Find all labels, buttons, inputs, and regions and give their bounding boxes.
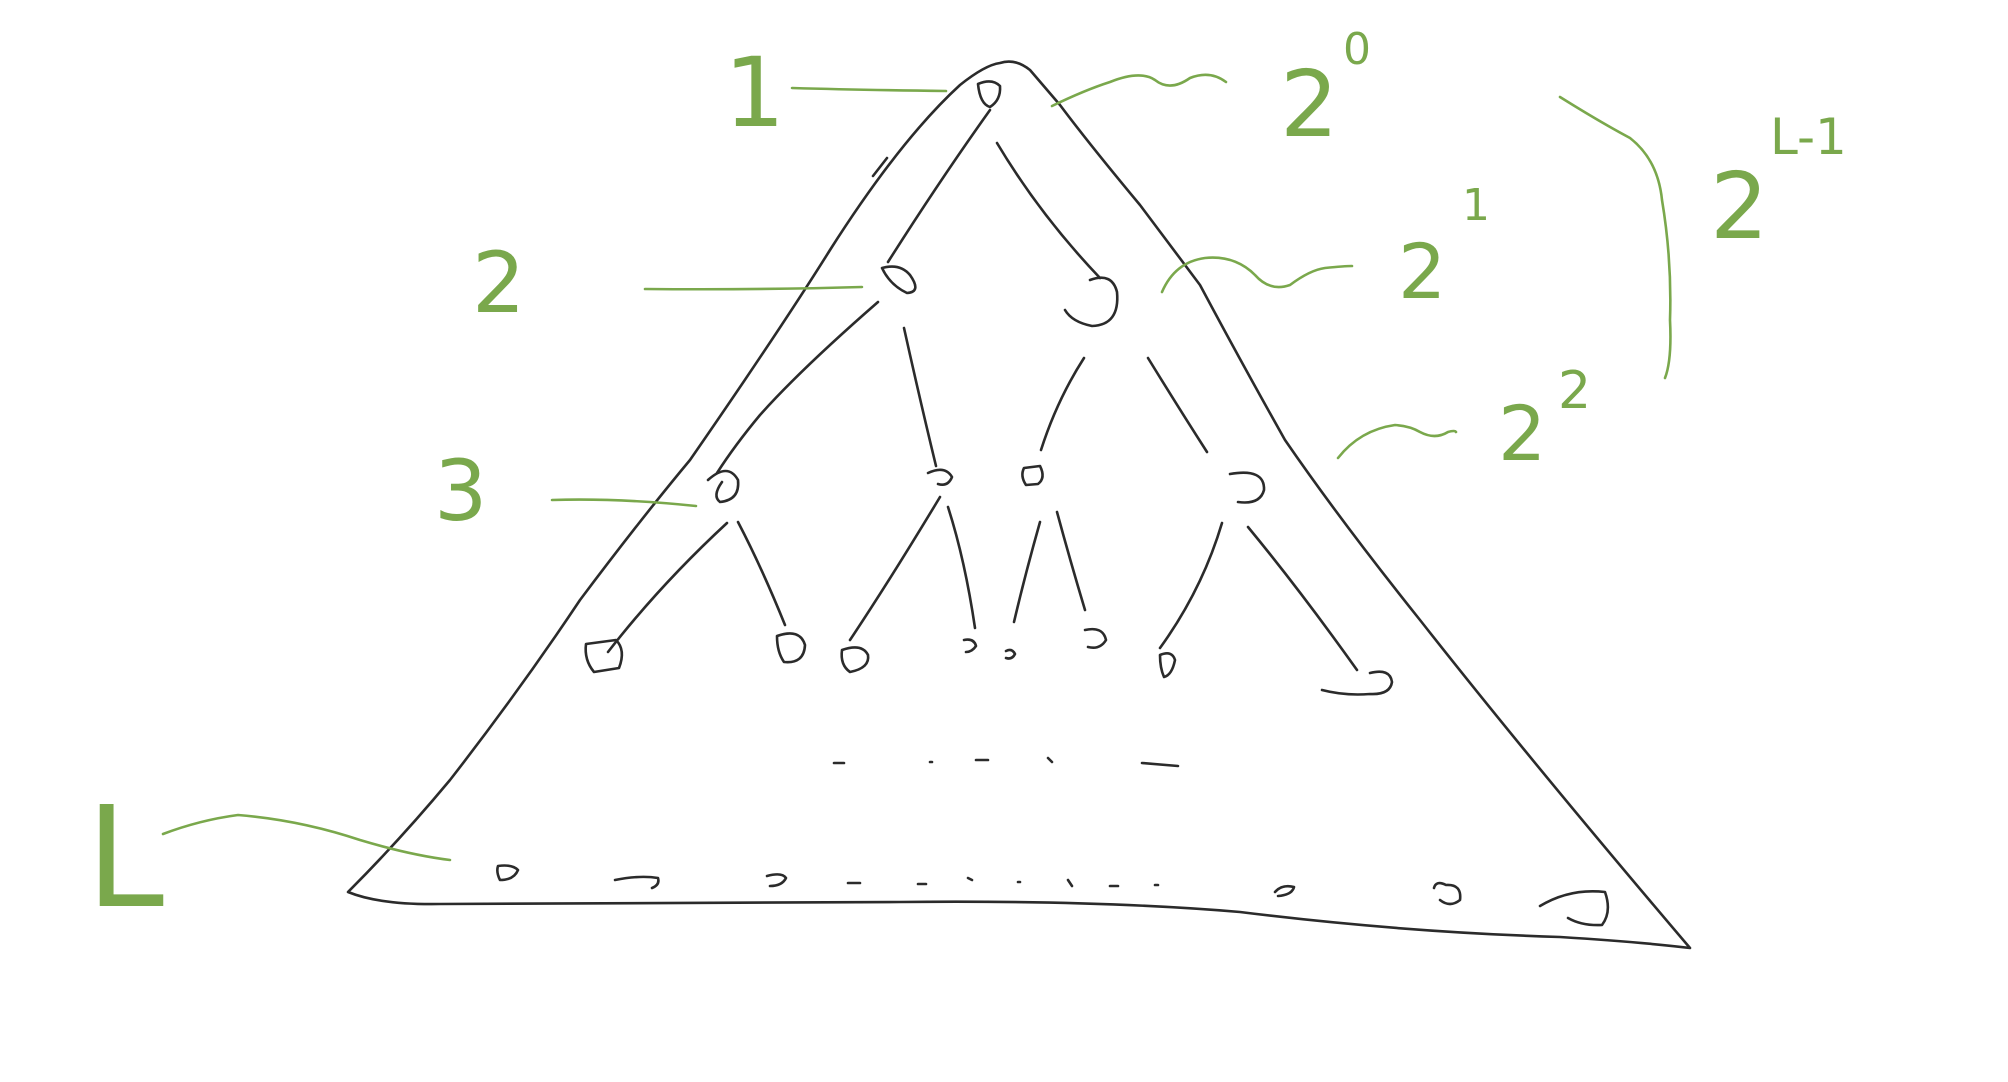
count-1-wave xyxy=(1160,256,1354,294)
total-label-exp: L-1 xyxy=(1770,108,1847,166)
count-label-0-exp: 0 xyxy=(1343,24,1371,75)
total-brace xyxy=(1558,95,1672,380)
tree-node xyxy=(1083,627,1108,649)
tree-edge xyxy=(886,108,992,264)
tree-node xyxy=(613,875,660,890)
outer-triangle xyxy=(346,60,1692,950)
ellipsis-dash xyxy=(1140,761,1180,768)
ellipsis-dash xyxy=(1066,878,1074,888)
tree-node xyxy=(1320,670,1394,696)
ellipsis-dash xyxy=(1046,756,1054,764)
count-2-wave xyxy=(1336,423,1458,460)
tree-edge xyxy=(1039,356,1086,452)
tree-node xyxy=(840,646,870,674)
tree-edge xyxy=(736,520,787,627)
tree-node xyxy=(1063,276,1119,328)
tree-node xyxy=(1004,648,1017,660)
tree-node xyxy=(765,873,788,888)
tree-node xyxy=(880,265,917,295)
tree-node xyxy=(1273,884,1296,898)
tree-edge xyxy=(1158,521,1224,650)
count-label-2-base: 2 xyxy=(1498,389,1546,478)
count-label-0-base: 2 xyxy=(1280,51,1339,158)
level-label-2: 2 xyxy=(472,234,525,332)
tree-node xyxy=(926,468,954,486)
ellipsis-dash xyxy=(966,876,974,882)
tree-node xyxy=(775,632,807,664)
tree-node xyxy=(496,864,520,882)
count-0-wave xyxy=(1050,73,1228,108)
level-L-leader xyxy=(161,813,452,862)
tree-node xyxy=(976,80,1002,109)
total-label-base: 2 xyxy=(1710,153,1769,260)
triangle-tick xyxy=(871,156,889,178)
level-label-L: L xyxy=(86,777,164,940)
tree-edge xyxy=(902,326,938,468)
tree-edge xyxy=(946,505,977,630)
count-label-1-exp: 1 xyxy=(1462,180,1490,231)
tree-node xyxy=(1432,881,1462,906)
tree-node xyxy=(1021,464,1044,487)
tree-edge xyxy=(1246,525,1359,672)
tree-node xyxy=(706,469,740,504)
count-label-1-base: 2 xyxy=(1398,227,1446,316)
level-2-leader xyxy=(643,285,864,291)
tree-edge xyxy=(1055,510,1087,612)
level-3-leader xyxy=(550,498,698,508)
tree-node xyxy=(1538,890,1610,927)
tree-edge xyxy=(715,300,880,475)
tree-edge xyxy=(995,141,1102,280)
tree-node xyxy=(962,638,978,654)
level-label-1: 1 xyxy=(724,37,785,149)
tree-node xyxy=(1158,652,1177,679)
tree-edge xyxy=(1146,356,1209,454)
level-1-leader xyxy=(790,86,948,93)
tree-edge xyxy=(606,521,729,654)
tree-node xyxy=(1228,471,1266,504)
tree-edge xyxy=(1012,520,1042,624)
count-label-2-exp: 2 xyxy=(1558,361,1591,421)
tree-node xyxy=(584,638,624,674)
tree-edge xyxy=(848,495,942,642)
level-label-3: 3 xyxy=(434,442,487,540)
